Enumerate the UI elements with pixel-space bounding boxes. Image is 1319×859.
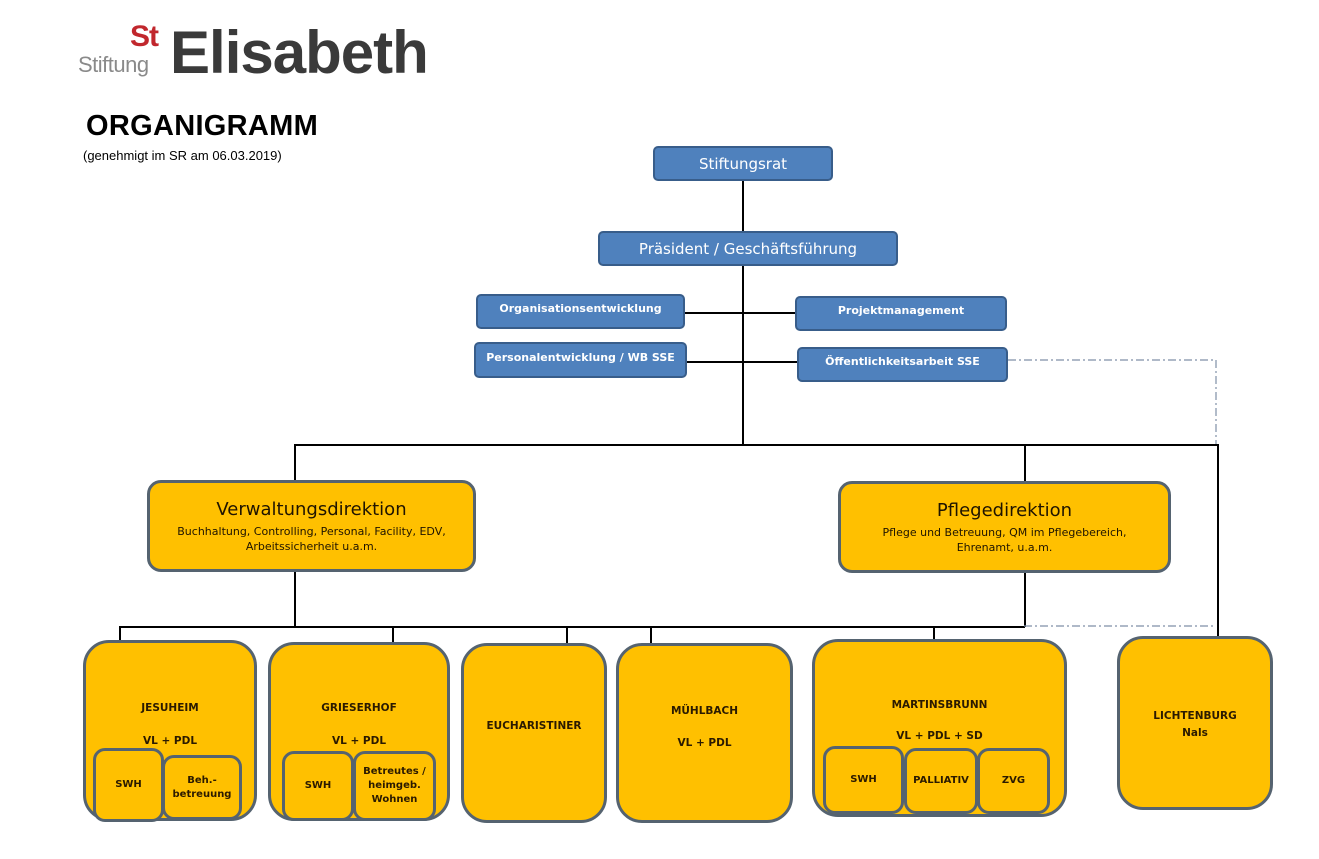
connector-to-martinsbrunn bbox=[933, 626, 935, 640]
box-personalentwicklung-label: Personalentwicklung / WB SSE bbox=[486, 350, 675, 364]
martinsbrunn-name: MARTINSBRUNN bbox=[891, 699, 988, 711]
verwaltungsdirektion-title: Verwaltungsdirektion bbox=[216, 499, 407, 520]
box-organisationsentwicklung-label: Organisationsentwicklung bbox=[499, 302, 662, 315]
grieserhof-unit-swh: SWH bbox=[282, 751, 354, 821]
box-verwaltungsdirektion: Verwaltungsdirektion Buchhaltung, Contro… bbox=[147, 480, 476, 572]
muehlbach-leadership: VL + PDL bbox=[677, 737, 732, 749]
box-praesident-label: Präsident / Geschäftsführung bbox=[638, 239, 858, 258]
connector-directorates-bar bbox=[294, 444, 1218, 446]
connector-main-trunk bbox=[742, 265, 744, 445]
box-muehlbach: MÜHLBACH VL + PDL bbox=[616, 643, 793, 823]
box-lichtenburg: LICHTENBURG Nals bbox=[1117, 636, 1273, 810]
box-praesident: Präsident / Geschäftsführung bbox=[598, 231, 898, 266]
connector-verwaltung-down bbox=[294, 571, 296, 627]
martinsbrunn-unit-palliativ-label: PALLIATIV bbox=[913, 775, 969, 786]
lichtenburg-location: Nals bbox=[1182, 727, 1208, 739]
connector-to-lichtenburg bbox=[1217, 444, 1219, 637]
connector-to-muehlbach bbox=[650, 626, 652, 643]
box-oeffentlichkeitsarbeit-label: Öffentlichkeitsarbeit SSE bbox=[825, 355, 980, 368]
jesuheim-name: JESUHEIM bbox=[141, 702, 199, 714]
connector-rat-praesident bbox=[742, 180, 744, 232]
verwaltungsdirektion-description: Buchhaltung, Controlling, Personal, Faci… bbox=[177, 525, 446, 553]
logo-stiftung: Stiftung bbox=[78, 52, 149, 77]
martinsbrunn-unit-palliativ: PALLIATIV bbox=[904, 748, 978, 814]
jesuheim-unit-behindertenbetreuung: Beh.-betreuung bbox=[162, 755, 242, 820]
logo-st: St bbox=[130, 20, 159, 53]
jesuheim-unit-swh-label: SWH bbox=[115, 779, 142, 790]
connector-to-pflege bbox=[1024, 444, 1026, 482]
grieserhof-leadership: VL + PDL bbox=[331, 735, 387, 747]
box-oeffentlichkeitsarbeit: Öffentlichkeitsarbeit SSE bbox=[797, 347, 1008, 382]
jesuheim-leadership: VL + PDL bbox=[142, 735, 198, 747]
box-organisationsentwicklung: Organisationsentwicklung bbox=[476, 294, 685, 329]
eucharistiner-name: EUCHARISTINER bbox=[486, 720, 582, 732]
box-projektmanagement: Projektmanagement bbox=[795, 296, 1007, 331]
box-eucharistiner: EUCHARISTINER bbox=[461, 643, 607, 823]
martinsbrunn-unit-swh-label: SWH bbox=[850, 774, 877, 785]
grieserhof-unit-betreutes-wohnen-label: Betreutes / heimgeb. Wohnen bbox=[363, 766, 426, 805]
martinsbrunn-unit-zvg-label: ZVG bbox=[1001, 775, 1026, 786]
grieserhof-unit-swh-label: SWH bbox=[304, 780, 332, 791]
box-pflegedirektion: Pflegedirektion Pflege und Betreuung, QM… bbox=[838, 481, 1171, 573]
box-stiftungsrat-label: Stiftungsrat bbox=[698, 154, 788, 173]
approval-note: (genehmigt im SR am 06.03.2019) bbox=[83, 148, 282, 163]
jesuheim-unit-behindertenbetreuung-label: Beh.-betreuung bbox=[172, 774, 232, 800]
martinsbrunn-unit-swh: SWH bbox=[823, 746, 904, 814]
pflegedirektion-title: Pflegedirektion bbox=[936, 500, 1073, 521]
connector-to-eucharistiner bbox=[566, 626, 568, 643]
grieserhof-name: GRIESERHOF bbox=[321, 702, 397, 714]
martinsbrunn-unit-zvg: ZVG bbox=[977, 748, 1050, 814]
box-projektmanagement-label: Projektmanagement bbox=[837, 304, 965, 317]
connector-staff-lower bbox=[686, 361, 798, 363]
lichtenburg-name: LICHTENBURG bbox=[1153, 710, 1237, 722]
connector-pflege-down bbox=[1024, 572, 1026, 627]
pflegedirektion-description: Pflege und Betreuung, QM im Pflegebereic… bbox=[882, 526, 1127, 554]
connector-houses-bar bbox=[119, 626, 1025, 628]
connector-staff-upper bbox=[684, 312, 796, 314]
connector-to-grieserhof bbox=[392, 626, 394, 642]
grieserhof-unit-betreutes-wohnen: Betreutes / heimgeb. Wohnen bbox=[353, 751, 436, 821]
logo: St Stiftung Elisabeth bbox=[78, 22, 438, 84]
logo-elisabeth: Elisabeth bbox=[170, 19, 429, 86]
jesuheim-unit-swh: SWH bbox=[93, 748, 164, 822]
connector-to-jesuheim bbox=[119, 626, 121, 640]
connector-to-verwaltung bbox=[294, 444, 296, 481]
box-stiftungsrat: Stiftungsrat bbox=[653, 146, 833, 181]
martinsbrunn-leadership: VL + PDL + SD bbox=[896, 730, 983, 742]
box-personalentwicklung: Personalentwicklung / WB SSE bbox=[474, 342, 687, 378]
muehlbach-name: MÜHLBACH bbox=[670, 705, 739, 717]
page-title: ORGANIGRAMM bbox=[86, 110, 319, 142]
